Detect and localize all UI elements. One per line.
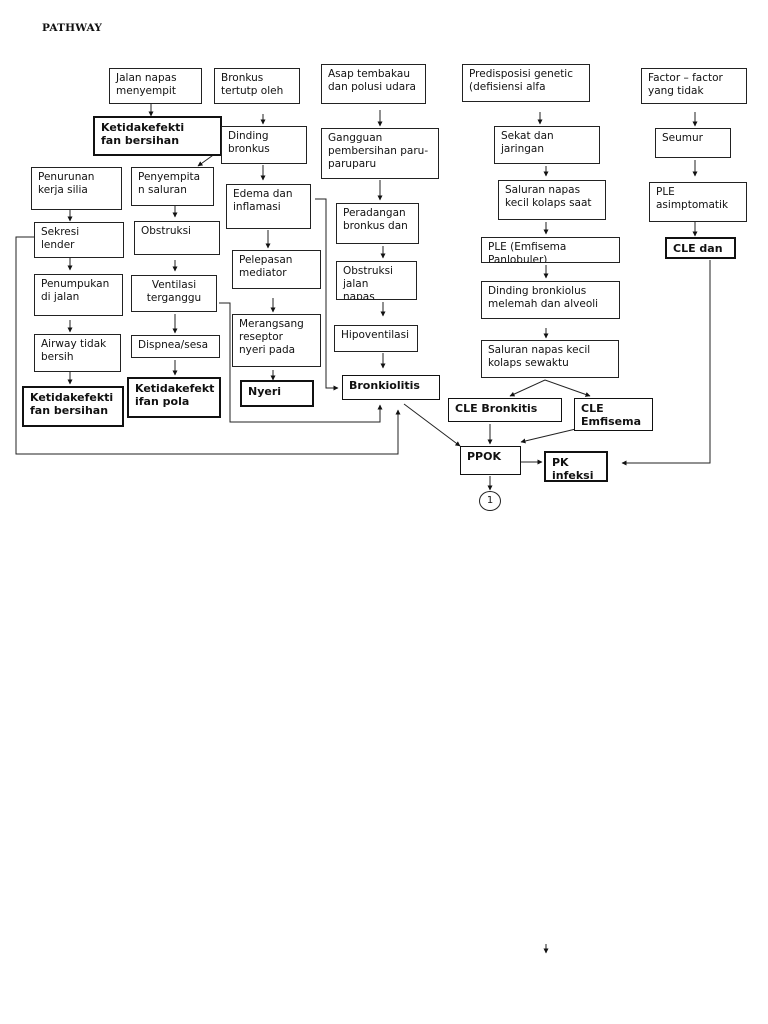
node-ventilasi-terganggu: Ventilasi terganggu bbox=[131, 275, 217, 312]
node-dinding-bronkus: Dinding bronkus bbox=[221, 126, 307, 164]
connector-circle: 1 bbox=[479, 491, 501, 511]
node-sekat-jaringan: Sekat dan jaringan bbox=[494, 126, 600, 164]
node-cle-emfisema: CLE Emfisema bbox=[574, 398, 653, 431]
node-dinding-bronkiolus: Dinding bronkiolus melemah dan alveoli bbox=[481, 281, 620, 319]
node-sekresi-lender: Sekresi lender bbox=[34, 222, 124, 258]
node-bronkus-tertutup: Bronkus tertutp oleh bbox=[214, 68, 300, 104]
node-nyeri: Nyeri bbox=[240, 380, 314, 407]
node-gangguan-pembersihan: Gangguan pembersihan paru- paruparu bbox=[321, 128, 439, 179]
node-penumpukan: Penumpukan di jalan bbox=[34, 274, 123, 316]
node-predisposisi-genetic: Predisposisi genetic (defisiensi alfa bbox=[462, 64, 590, 102]
node-obstruksi-jalan-napas: Obstruksi jalan napas akibat bbox=[336, 261, 417, 300]
node-cle-bronkitis: CLE Bronkitis bbox=[448, 398, 562, 422]
node-asap-tembakau: Asap tembakau dan polusi udara bbox=[321, 64, 426, 104]
node-saluran-kolaps-saat: Saluran napas kecil kolaps saat bbox=[498, 180, 606, 220]
node-ple-asimptomatik: PLE asimptomatik bbox=[649, 182, 747, 222]
node-airway-tidak-bersih: Airway tidak bersih bbox=[34, 334, 121, 372]
node-merangsang-reseptor: Merangsang reseptor nyeri pada bbox=[232, 314, 321, 367]
page-title: PATHWAY bbox=[42, 22, 103, 34]
node-saluran-kolaps-sewaktu: Saluran napas kecil kolaps sewaktu bbox=[481, 340, 619, 378]
node-ketidakefektifan-bersihan-2: Ketidakefekti fan bersihan bbox=[22, 386, 124, 427]
node-jalan-napas-menyempit: Jalan napas menyempit bbox=[109, 68, 202, 104]
node-pelepasan-mediator: Pelepasan mediator bbox=[232, 250, 321, 289]
node-edema-inflamasi: Edema dan inflamasi bbox=[226, 184, 311, 229]
node-hipoventilasi: Hipoventilasi bbox=[334, 325, 418, 352]
node-ppok: PPOK bbox=[460, 446, 521, 475]
node-bronkiolitis: Bronkiolitis bbox=[342, 375, 440, 400]
node-dispnea: Dispnea/sesa bbox=[131, 335, 220, 358]
node-ple-emfisema-panlobuler: PLE (Emfisema Panlobuler) bbox=[481, 237, 620, 263]
node-penurunan-kerja-silia: Penurunan kerja silia bbox=[31, 167, 122, 210]
node-seumur: Seumur bbox=[655, 128, 731, 158]
node-peradangan-bronkus: Peradangan bronkus dan bbox=[336, 203, 419, 244]
node-pk-infeksi: PK infeksi bbox=[544, 451, 608, 482]
node-cle-dan: CLE dan bbox=[665, 237, 736, 259]
node-ketidakefektifan-pola: Ketidakefekt ifan pola bbox=[127, 377, 221, 418]
node-penyempitan-saluran: Penyempita n saluran bbox=[131, 167, 214, 206]
node-ketidakefektifan-bersihan-1: Ketidakefekti fan bersihan bbox=[93, 116, 222, 156]
node-factor: Factor – factor yang tidak bbox=[641, 68, 747, 104]
node-obstruksi: Obstruksi bbox=[134, 221, 220, 255]
